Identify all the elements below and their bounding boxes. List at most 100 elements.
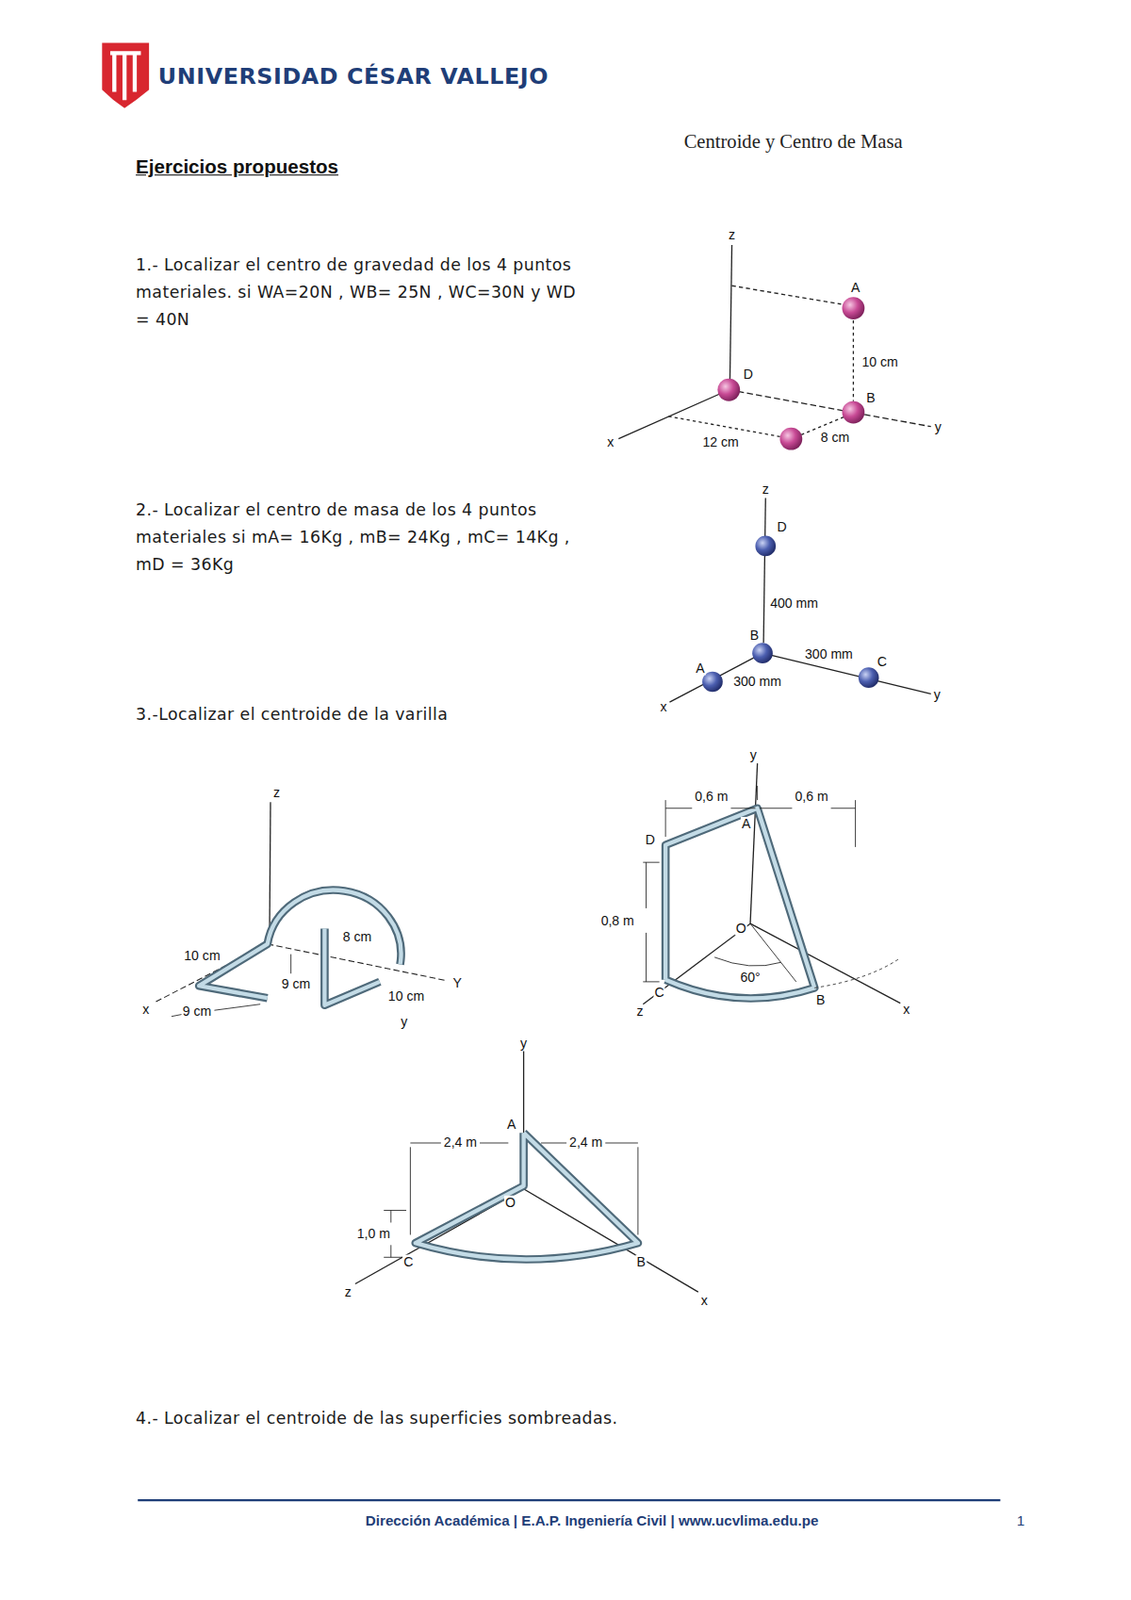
figure-label: A (506, 1117, 518, 1131)
exercise-statement: 3.-Localizar el centroide de la varilla (135, 700, 647, 728)
figure-label: 400 mm (769, 596, 820, 610)
figure-label: z (761, 482, 771, 496)
figure-label: 0,8 m (600, 914, 636, 928)
point-mass (842, 296, 866, 320)
figure-label: C (402, 1255, 414, 1269)
figure-label: Y (451, 976, 463, 990)
dimension-line (213, 1004, 261, 1011)
figure-label: 300 mm (803, 647, 854, 661)
rod (665, 808, 815, 1000)
figure-label: O (504, 1196, 517, 1210)
page-number: 1 (1016, 1512, 1025, 1529)
z-axis (729, 245, 732, 386)
figure-label: C (876, 655, 888, 669)
rod (415, 1132, 639, 1260)
figure-3a (155, 802, 448, 1017)
figure-label: 10 cm (182, 949, 222, 963)
figure-label: 0,6 m (793, 789, 829, 804)
figure-label: 2,4 m (442, 1135, 478, 1149)
point-mass (752, 642, 773, 664)
figure-label: 8 cm (342, 930, 374, 944)
figure-label: A (850, 280, 862, 295)
figure-label: y (933, 688, 942, 703)
shield-stripes (110, 52, 141, 100)
figure-3c (355, 1051, 699, 1294)
y-axis (728, 390, 931, 427)
figure-label: x (901, 1002, 911, 1017)
x-axis (618, 390, 729, 440)
logo-shield (101, 42, 149, 108)
dimension-line (665, 786, 855, 848)
figure-label: z (635, 1004, 644, 1018)
x-axis (524, 1189, 699, 1293)
figure-label: x (141, 1002, 150, 1017)
figure-label: 1,0 m (356, 1227, 392, 1241)
exercise-statement: 4.- Localizar el centroide de las superf… (135, 1404, 851, 1432)
figure-label: y (749, 748, 758, 762)
x-axis (750, 923, 901, 1003)
figure-label: 0,6 m (693, 789, 729, 804)
page-header: Centroide y Centro de Masa (684, 131, 903, 154)
figure-label: B (749, 628, 761, 642)
rod (415, 1132, 639, 1260)
y-axis (750, 763, 758, 924)
figure-label: z (727, 228, 737, 242)
exercise-statement: 1.- Localizar el centro de gravedad de l… (135, 250, 595, 334)
dimension-line (171, 1015, 182, 1017)
figure-label: D (775, 520, 787, 534)
exercise-statement: 2.- Localizar el centro de masa de los 4… (135, 495, 595, 579)
figure-label: A (740, 817, 753, 831)
figure-label: y (934, 420, 943, 434)
figure-3b (642, 763, 901, 1005)
figure-label: 300 mm (732, 674, 783, 689)
footer-rule (137, 1499, 1000, 1502)
dashed-arc (814, 959, 899, 988)
figure-label: B (815, 993, 827, 1007)
figure-label: B (865, 391, 877, 405)
dashed-line (852, 320, 854, 402)
figure-label: 9 cm (280, 977, 312, 991)
figure-label: 9 cm (181, 1004, 214, 1018)
figure-label: x (658, 701, 668, 715)
figure-label: O (735, 922, 748, 936)
figure-label: 10 cm (860, 355, 900, 369)
figure-label: 12 cm (701, 435, 740, 449)
figure-label: 8 cm (819, 431, 852, 445)
figure-label: 10 cm (387, 989, 427, 1003)
figure-label: D (742, 367, 754, 381)
rod (324, 929, 379, 1006)
figure-2 (669, 498, 931, 704)
point-mass (779, 427, 803, 451)
figure-1 (618, 245, 931, 451)
dimension-line (642, 862, 659, 983)
point-mass (754, 536, 776, 558)
point-mass (842, 401, 866, 425)
z-axis (763, 498, 766, 644)
figure-label: x (700, 1294, 709, 1308)
shield (101, 42, 149, 108)
dimension-line (290, 954, 292, 975)
section-heading: Ejercicios propuestos (135, 156, 339, 180)
dashed-line (668, 416, 781, 438)
rod (324, 929, 379, 1006)
institution-name: UNIVERSIDAD CÉSAR VALLEJO (158, 63, 549, 89)
figure-label: 2,4 m (568, 1135, 604, 1149)
figure-label: y (399, 1015, 409, 1029)
rod (665, 808, 815, 1000)
figure-label: 60° (738, 971, 761, 985)
footer-text: Dirección Académica | E.A.P. Ingeniería … (365, 1512, 820, 1529)
figure-label: y (519, 1036, 528, 1050)
dimension-line (409, 1143, 639, 1235)
dashed-line (732, 285, 842, 304)
y-axis (267, 944, 448, 982)
figure-label: C (653, 985, 665, 1000)
angle-arc (714, 957, 781, 967)
figure-label: x (606, 435, 615, 449)
figure-label: D (644, 833, 656, 847)
figure-label: A (694, 661, 706, 675)
figure-label: z (272, 786, 281, 800)
figure-label: z (344, 1285, 353, 1299)
point-mass (717, 378, 740, 402)
